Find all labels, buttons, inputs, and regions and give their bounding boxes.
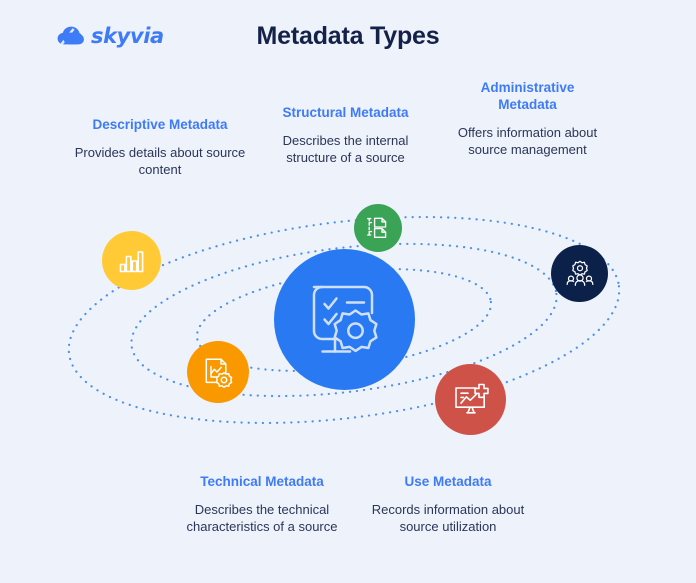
- node-use[interactable]: [435, 364, 506, 435]
- monitor-checklist-gear-icon: [312, 285, 378, 353]
- document-chart-gear-icon: [205, 358, 233, 388]
- caption-structural: Structural Metadata Describes the intern…: [258, 104, 433, 166]
- caption-administrative: Administrative Metadata Offers informati…: [450, 79, 605, 158]
- node-descriptive[interactable]: [102, 231, 161, 290]
- node-structural[interactable]: [354, 204, 402, 252]
- node-technical[interactable]: [187, 341, 249, 403]
- caption-technical-heading: Technical Metadata: [200, 474, 324, 489]
- caption-structural-heading: Structural Metadata: [282, 105, 409, 120]
- orbit-ring-outer: [67, 215, 621, 425]
- caption-use: Use Metadata Records information about s…: [358, 473, 538, 535]
- page-title: Metadata Types: [256, 22, 440, 50]
- caption-structural-description: Describes the internal structure of a so…: [282, 133, 409, 165]
- monitor-chart-plus-icon: [454, 383, 489, 414]
- caption-use-heading: Use Metadata: [404, 474, 492, 489]
- node-center[interactable]: [274, 249, 415, 390]
- orbit-ring-middle: [130, 242, 558, 398]
- caption-descriptive-description: Provides details about source content: [74, 145, 246, 177]
- caption-use-description: Records information about source utiliza…: [371, 502, 525, 534]
- caption-descriptive-heading: Descriptive Metadata: [92, 117, 228, 132]
- document-tree-icon: [367, 217, 387, 238]
- caption-administrative-heading: Administrative Metadata: [480, 80, 575, 112]
- caption-technical-description: Describes the technical characteristics …: [186, 502, 338, 534]
- cloud-icon: [57, 26, 84, 45]
- node-administrative[interactable]: [551, 245, 608, 302]
- brand-name: skyvia: [91, 24, 164, 48]
- brand-logo[interactable]: skyvia: [57, 24, 164, 48]
- caption-administrative-description: Offers information about source manageme…: [457, 125, 598, 157]
- bar-chart-icon: [119, 250, 143, 272]
- caption-descriptive: Descriptive Metadata Provides details ab…: [60, 116, 260, 178]
- caption-technical: Technical Metadata Describes the technic…: [172, 473, 352, 535]
- gear-users-icon: [566, 260, 593, 286]
